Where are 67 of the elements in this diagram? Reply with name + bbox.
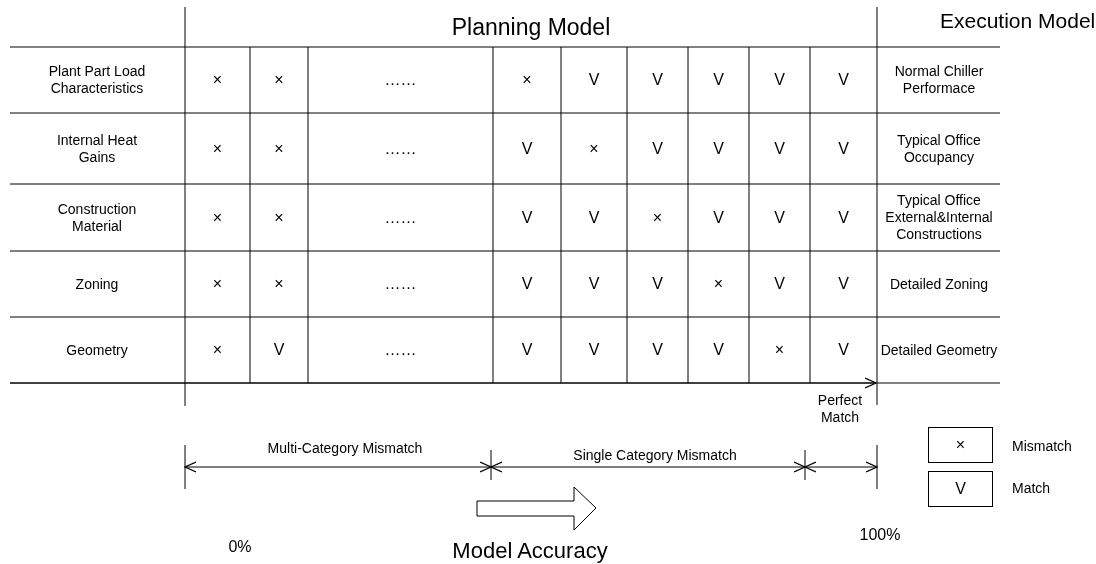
sample-caption: Mismatch — [1012, 437, 1072, 456]
table-mark: V — [521, 274, 533, 294]
range-label: Multi-Category Mismatch — [267, 438, 423, 458]
table-mark: V — [652, 274, 663, 294]
table-mark: × — [212, 274, 223, 294]
table-mark: V — [521, 340, 533, 360]
table-mark: …… — [384, 207, 417, 228]
table-mark: V — [652, 340, 663, 360]
table-mark: …… — [384, 138, 417, 159]
axis-title: Model Accuracy — [452, 536, 608, 564]
table-mark: × — [589, 138, 599, 159]
row-label: Zoning — [75, 275, 119, 293]
table-mark: V — [838, 340, 849, 360]
table-mark: V — [713, 138, 724, 159]
table-mark: × — [274, 274, 284, 294]
table-mark: V — [521, 138, 533, 159]
table-mark: V — [774, 274, 785, 294]
table-mark: × — [522, 70, 532, 90]
row-label: Internal Heat Gains — [55, 131, 139, 166]
table-mark: …… — [384, 70, 417, 90]
execution-label: Detailed Zoning — [889, 275, 989, 293]
table-mark: V — [652, 138, 663, 159]
table-mark: V — [838, 274, 849, 294]
execution-label: Typical Office Occupancy — [896, 131, 982, 166]
table-mark: × — [274, 138, 284, 159]
table-mark: V — [774, 70, 785, 90]
table-mark: V — [273, 340, 285, 360]
row-label: Plant Part Load Characteristics — [47, 63, 147, 97]
table-mark: V — [588, 207, 600, 228]
table-mark: V — [521, 207, 533, 228]
table-mark: V — [713, 70, 724, 90]
execution-label: Detailed Geometry — [880, 341, 998, 359]
table-mark: × — [274, 70, 284, 90]
table-mark: V — [713, 340, 724, 360]
table-mark: V — [588, 70, 600, 90]
table-mark: × — [774, 340, 785, 360]
table-mark: V — [588, 340, 600, 360]
table-mark: …… — [384, 274, 417, 294]
table-mark: × — [212, 340, 223, 360]
table-mark: × — [212, 138, 223, 159]
table-mark: V — [774, 138, 785, 159]
range-label: Single Category Mismatch — [573, 445, 737, 465]
table-mark: × — [212, 207, 223, 228]
table-mark: V — [774, 207, 785, 228]
table-mark: V — [652, 70, 663, 90]
table-mark: × — [212, 70, 223, 90]
table-mark: V — [838, 207, 849, 228]
table-mark: V — [588, 274, 600, 294]
table-mark: × — [274, 207, 284, 228]
range-label: Perfect Match — [816, 392, 864, 426]
table-mark: V — [713, 207, 724, 228]
table-mark: V — [838, 138, 849, 159]
table-mark: V — [838, 70, 849, 90]
legend-sample-box: × — [928, 427, 993, 463]
table-mark: …… — [384, 340, 417, 360]
sample-caption: Match — [1012, 479, 1051, 498]
column-heading: Planning Model — [451, 12, 611, 42]
scale-label: 0% — [228, 537, 252, 557]
table-mark: × — [652, 207, 663, 228]
scale-label: 100% — [859, 525, 901, 545]
execution-label: Normal Chiller Performace — [893, 63, 985, 97]
row-label: Construction Material — [56, 200, 138, 235]
execution-label: Typical Office External&Internal Constructions — [884, 192, 994, 243]
legend-sample-box: V — [928, 471, 993, 507]
row-label: Geometry — [66, 341, 128, 359]
column-heading: Execution Model — [940, 8, 1096, 35]
table-mark: × — [713, 274, 724, 294]
